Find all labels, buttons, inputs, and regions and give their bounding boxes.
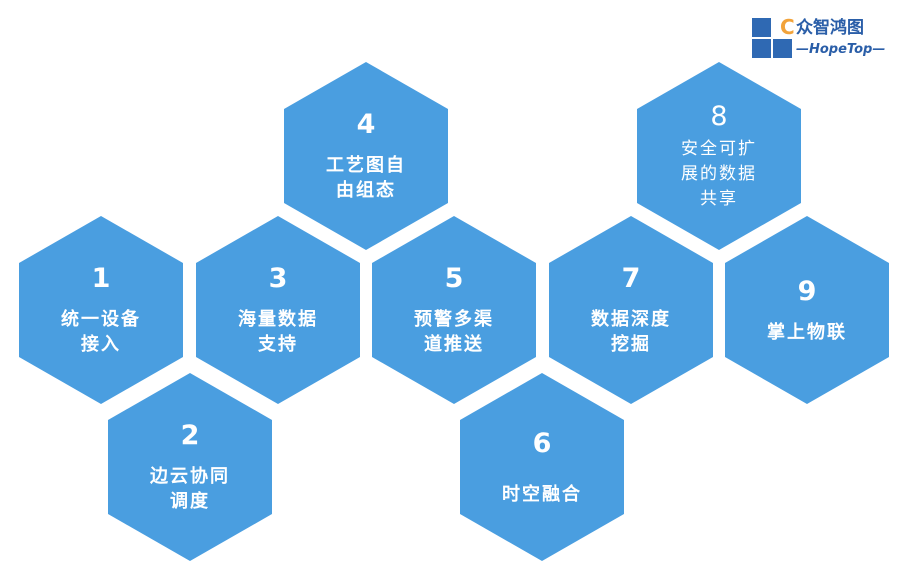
logo-name-en: —HopeTop—: [796, 42, 886, 57]
hexagon-number: 8: [710, 100, 728, 132]
hexagon-3: 3 海量数据 支持: [196, 216, 360, 404]
hexagon-number: 9: [797, 275, 817, 307]
hexagon-shape: [460, 373, 624, 561]
hexagon-label: 海量数据 支持: [238, 309, 318, 355]
hexagon-7: 7 数据深度 挖掘: [549, 216, 713, 404]
hexagon-shape: [725, 216, 889, 404]
hexagon-number: 3: [268, 263, 288, 294]
hexagon-label: 工艺图自 由组态: [326, 155, 406, 201]
hexagon-9: 9 掌上物联: [725, 216, 889, 404]
hexagon-6: 6 时空融合: [460, 373, 624, 561]
hexagon-number: 7: [621, 263, 641, 294]
hexagon-shape: [284, 62, 448, 250]
hexagon-label: 时空融合: [502, 483, 582, 505]
hexagon-number: 2: [180, 420, 200, 451]
hexagon-label: 掌上物联: [767, 321, 847, 343]
hexagon-label: 数据深度 挖掘: [591, 309, 671, 355]
hexagon-4: 4 工艺图自 由组态: [284, 62, 448, 250]
hexagon-5: 5 预警多渠 道推送: [372, 216, 536, 404]
logo-name-cn: 众智鸿图: [796, 18, 864, 38]
hexagon-label: 预警多渠 道推送: [414, 309, 494, 355]
hexagon-label: 安全可扩 展的数据 共享: [681, 138, 757, 209]
company-logo: C 众智鸿图 —HopeTop—: [752, 16, 892, 62]
hexagon-shape: [637, 62, 801, 250]
hexagon-shape: [372, 216, 536, 404]
logo-squares-icon: [752, 18, 794, 60]
hexagon-shape: [196, 216, 360, 404]
hexagon-shape: [19, 216, 183, 404]
hexagon-2: 2 边云协同 调度: [108, 373, 272, 561]
hexagon-shape: [549, 216, 713, 404]
hexagon-1: 1 统一设备 接入: [19, 216, 183, 404]
hexagon-number: 6: [532, 427, 552, 459]
hexagon-8: 8 安全可扩 展的数据 共享: [637, 62, 801, 250]
hexagon-label: 统一设备 接入: [61, 309, 141, 355]
hexagon-number: 1: [91, 263, 111, 294]
hexagon-label: 边云协同 调度: [150, 466, 230, 512]
hexagon-shape: [108, 373, 272, 561]
hexagon-number: 4: [356, 109, 376, 140]
logo-mark: C: [780, 15, 795, 39]
hexagon-number: 5: [444, 263, 464, 294]
